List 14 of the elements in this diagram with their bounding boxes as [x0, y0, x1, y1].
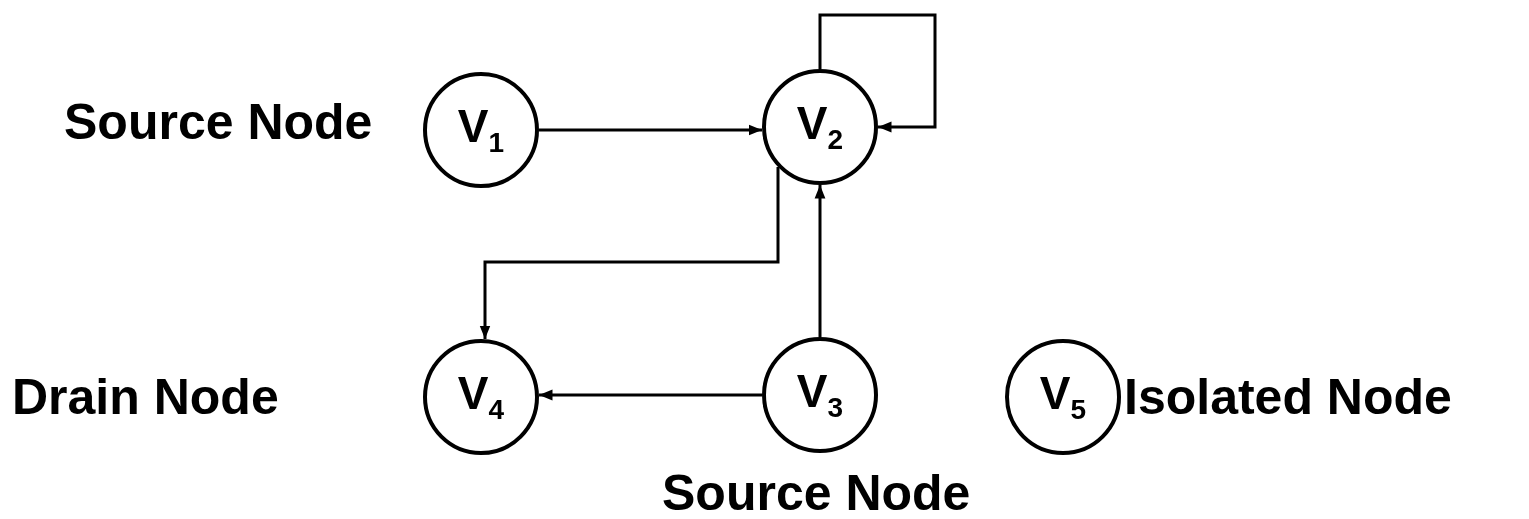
node-caption: Drain Node [12, 372, 279, 422]
node-label: V$_{5}$ [1039, 370, 1087, 424]
node-label: V$_{4}$ [457, 370, 505, 424]
arrow [818, 13, 937, 133]
node-label: V$_{2}$ [796, 100, 844, 154]
node-caption: Source Node [64, 97, 373, 147]
arrow [814, 185, 826, 337]
node-caption: Source Node [662, 468, 971, 518]
node-label: V$_{3}$ [796, 368, 844, 422]
node-label: V$_{1}$ [457, 103, 505, 157]
node-caption: Isolated Node [1124, 372, 1452, 422]
arrow [479, 167, 780, 339]
arrow [539, 389, 762, 401]
arrow [539, 124, 762, 136]
